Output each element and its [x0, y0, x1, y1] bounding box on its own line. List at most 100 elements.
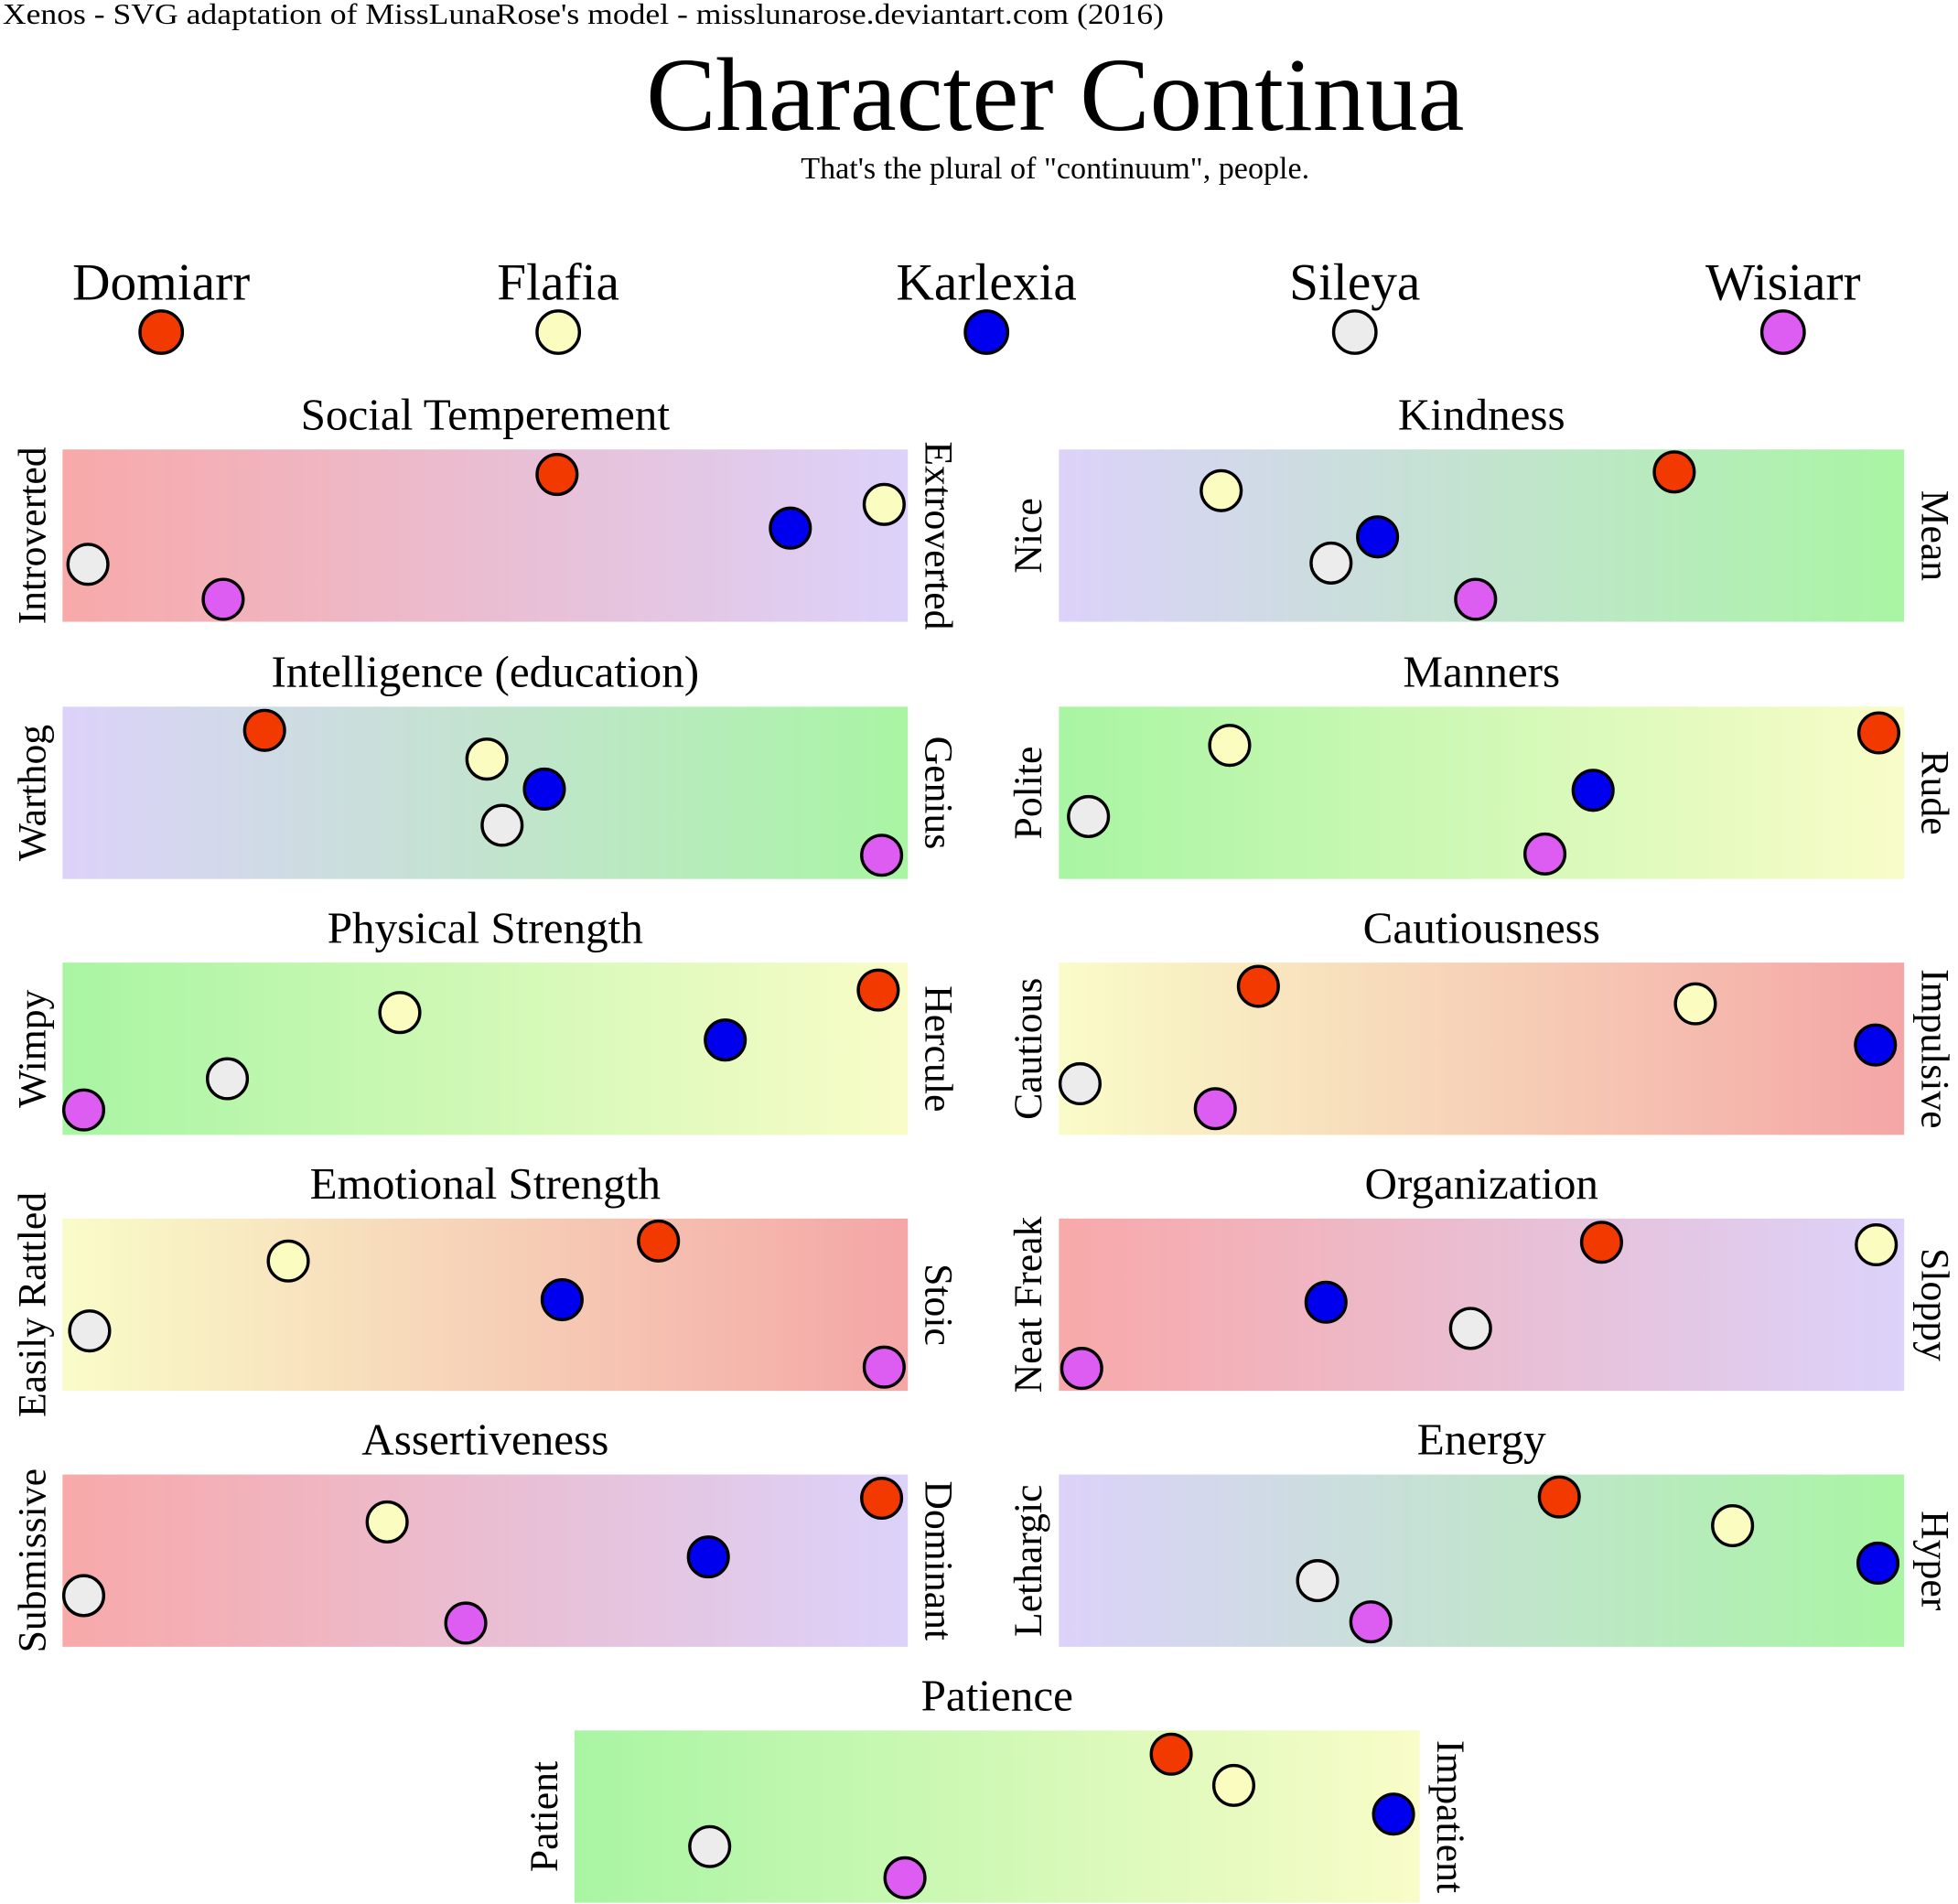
legend-name-wisiarr: Wisiarr — [1705, 254, 1861, 312]
marker-wisiarr — [862, 1345, 906, 1389]
continuum-right-label: Impatient — [1428, 1740, 1472, 1893]
continuum-left-label: Patient — [522, 1761, 566, 1872]
continuum-left-label: Lethargic — [1006, 1485, 1050, 1637]
continuum-right-label: Rude — [1912, 750, 1956, 834]
marker-sileya — [480, 803, 524, 847]
marker-domiarr — [242, 708, 286, 752]
marker-wisiarr — [1454, 577, 1498, 621]
marker-karlexia — [1854, 1023, 1898, 1067]
marker-domiarr — [1856, 711, 1900, 755]
marker-sileya — [1296, 1559, 1339, 1603]
marker-karlexia — [1304, 1280, 1348, 1324]
legend-name-domiarr: Domiarr — [72, 254, 250, 312]
continuum-bar — [1059, 963, 1905, 1135]
legend-dot-wisiarr — [1759, 309, 1806, 355]
marker-karlexia — [540, 1277, 584, 1322]
marker-wisiarr — [1522, 832, 1567, 876]
marker-wisiarr — [444, 1601, 488, 1645]
continuum-bar — [62, 963, 909, 1135]
credit-text: Xenos - SVG adaptation of MissLunaRose's… — [3, 0, 1164, 30]
legend-dot-domiarr — [138, 309, 185, 355]
marker-domiarr — [1537, 1475, 1581, 1519]
continuum-title: Intelligence (education) — [271, 647, 699, 697]
continuum-bar — [574, 1730, 1420, 1903]
marker-karlexia — [1571, 769, 1615, 812]
legend-dot-sileya — [1331, 309, 1378, 355]
marker-flafia — [1673, 982, 1717, 1026]
continuum-title: Patience — [921, 1670, 1073, 1720]
marker-sileya — [1448, 1307, 1492, 1350]
legend-name-flafia: Flafia — [497, 254, 619, 312]
page-title: Character Continua — [646, 37, 1464, 153]
marker-wisiarr — [201, 577, 245, 621]
marker-karlexia — [769, 506, 812, 550]
continuum-left-label: Neat Freak — [1006, 1216, 1050, 1393]
continuum-left-label: Submissive — [10, 1468, 54, 1652]
marker-flafia — [862, 482, 906, 526]
marker-karlexia — [1856, 1541, 1900, 1586]
continuum-left-label: Cautious — [1006, 978, 1050, 1120]
continuum-right-label: Hyper — [1912, 1511, 1956, 1611]
continuum-right-label: Extroverted — [916, 441, 960, 629]
continuum-right-label: Genius — [916, 737, 960, 850]
marker-sileya — [68, 1309, 112, 1353]
legend-dot-karlexia — [963, 309, 1010, 355]
marker-wisiarr — [61, 1088, 106, 1132]
page-subtitle: That's the plural of "continuum", people… — [801, 152, 1309, 186]
continuum-bar — [1059, 1218, 1905, 1392]
continuum-bar — [1059, 706, 1905, 879]
continuum-left-label: Nice — [1006, 498, 1050, 573]
continuum-title: Organization — [1365, 1158, 1598, 1209]
marker-domiarr — [637, 1219, 681, 1263]
continuum-title: Physical Strength — [328, 902, 643, 952]
continuum-right-label: Sloppy — [1912, 1248, 1956, 1361]
continuum-left-label: Polite — [1006, 747, 1050, 840]
continuum-title: Assertiveness — [361, 1415, 608, 1465]
marker-wisiarr — [860, 834, 904, 877]
marker-flafia — [378, 991, 422, 1035]
marker-wisiarr — [1349, 1600, 1393, 1644]
continuum-intelligence-education: Intelligence (education) Warthog Genius — [10, 647, 960, 879]
marker-domiarr — [1652, 450, 1696, 494]
continuum-right-label: Mean — [1912, 490, 1956, 582]
continuum-left-label: Introverted — [10, 446, 54, 624]
marker-flafia — [1200, 468, 1243, 512]
continuum-bar — [62, 1218, 909, 1392]
continuum-title: Cautiousness — [1363, 902, 1600, 952]
marker-domiarr — [1236, 964, 1280, 1008]
continuum-bar — [62, 706, 909, 879]
marker-karlexia — [522, 767, 566, 811]
marker-domiarr — [1149, 1732, 1193, 1776]
continuum-right-label: Stoic — [916, 1264, 960, 1346]
continuum-left-label: Warthog — [10, 725, 54, 861]
marker-sileya — [688, 1824, 732, 1868]
marker-karlexia — [1356, 515, 1400, 559]
marker-flafia — [1208, 724, 1252, 768]
continuum-title: Kindness — [1398, 389, 1565, 439]
marker-domiarr — [860, 1476, 904, 1521]
marker-karlexia — [1372, 1792, 1415, 1836]
continuum-right-label: Hercule — [916, 985, 960, 1112]
continuum-title: Energy — [1417, 1415, 1546, 1465]
marker-flafia — [266, 1239, 310, 1283]
marker-domiarr — [535, 453, 579, 497]
marker-flafia — [1855, 1222, 1899, 1267]
legend-name-karlexia: Karlexia — [897, 254, 1077, 312]
continuum-right-label: Dominant — [916, 1480, 960, 1640]
marker-sileya — [1067, 794, 1111, 838]
marker-karlexia — [704, 1018, 748, 1062]
legend-dot-flafia — [535, 309, 582, 355]
continuum-title: Manners — [1403, 647, 1560, 697]
continuum-title: Emotional Strength — [310, 1158, 661, 1209]
